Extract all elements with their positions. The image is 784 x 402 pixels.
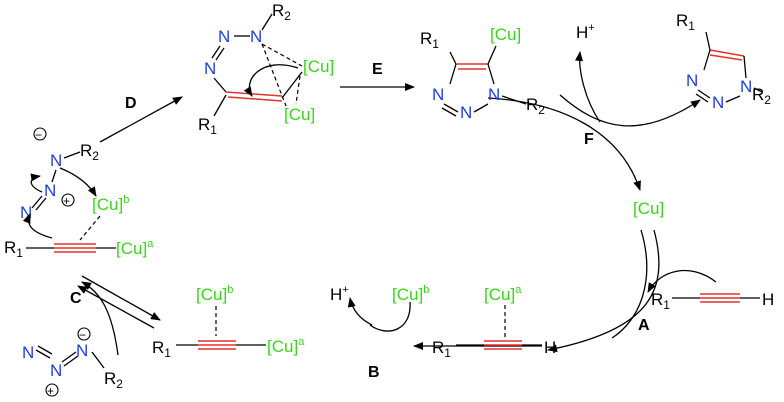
svg-text:N: N xyxy=(50,361,62,380)
arrow-alkyne-in xyxy=(647,269,717,293)
step-label-c: C xyxy=(70,290,82,307)
arrow-b-h-out xyxy=(347,297,373,326)
svg-text:R1: R1 xyxy=(676,11,695,33)
svg-text:N: N xyxy=(740,77,752,96)
copper-a-label: [Cu]a xyxy=(484,284,522,304)
copper-catalyst: [Cu] xyxy=(633,199,664,218)
svg-text:N: N xyxy=(22,343,34,362)
svg-text:N: N xyxy=(686,71,698,90)
copper-triazolide: R1 [Cu] N N N R2 xyxy=(420,25,545,122)
arrow-c-reverse xyxy=(77,285,155,329)
svg-text:N: N xyxy=(712,93,724,112)
proton-f: H+ xyxy=(576,22,595,42)
svg-text:[Cu]: [Cu] xyxy=(490,25,521,44)
svg-text:[Cu]b: [Cu]b xyxy=(92,194,129,214)
copper-metallacycle: N N R2 N R1 [Cu] [Cu] xyxy=(198,1,334,137)
organic-azide: N N N R2 − + xyxy=(22,327,123,398)
svg-text:R1: R1 xyxy=(4,238,23,260)
step-label-e: E xyxy=(372,61,383,78)
proton-b: H+ xyxy=(330,284,349,304)
svg-text:R2: R2 xyxy=(752,85,771,107)
svg-text:N: N xyxy=(488,85,500,104)
svg-text:R1: R1 xyxy=(152,338,171,360)
svg-text:−: − xyxy=(79,328,86,342)
svg-text:R2: R2 xyxy=(104,369,123,391)
svg-text:R2: R2 xyxy=(80,141,99,163)
svg-text:R2: R2 xyxy=(272,1,291,23)
arrow-f-release xyxy=(487,97,641,191)
svg-text:H: H xyxy=(544,338,556,357)
arrow-c-forward xyxy=(81,275,161,321)
step-label-a: A xyxy=(638,317,650,334)
triazole-product: R1 N N N R2 xyxy=(676,11,771,112)
terminal-alkyne: R1 H xyxy=(651,290,774,312)
arrow-cycle-a xyxy=(611,229,648,339)
svg-text:N: N xyxy=(20,203,32,222)
svg-text:N: N xyxy=(250,27,262,46)
minus-charge: − xyxy=(77,327,91,342)
svg-text:[Cu]a: [Cu]a xyxy=(267,336,305,356)
svg-text:[Cu]: [Cu] xyxy=(284,105,315,124)
plus-charge: + xyxy=(45,383,59,398)
arrow-h-plus-release xyxy=(575,51,601,123)
arrow-b-cu-in xyxy=(369,301,411,332)
step-label-d: D xyxy=(125,95,137,112)
dicopper-acetylide: [Cu]b R1 [Cu]a xyxy=(152,284,305,360)
svg-text:R1: R1 xyxy=(198,115,217,137)
svg-text:N: N xyxy=(44,181,56,200)
arrow-a xyxy=(547,229,660,353)
svg-text:R2: R2 xyxy=(526,95,545,117)
svg-text:R1: R1 xyxy=(420,29,439,51)
svg-text:[Cu]b: [Cu]b xyxy=(196,284,233,304)
svg-text:[Cu]: [Cu] xyxy=(303,57,334,76)
svg-text:N: N xyxy=(76,341,88,360)
arrow-d xyxy=(99,96,183,143)
svg-text:+: + xyxy=(47,384,54,398)
svg-text:N: N xyxy=(50,151,62,170)
svg-text:−: − xyxy=(35,128,42,142)
copper-pi-complex: [Cu]a R1 H xyxy=(432,284,556,360)
svg-text:N: N xyxy=(432,85,444,104)
copper-b-reagent: [Cu]b xyxy=(392,284,429,304)
svg-text:N: N xyxy=(218,27,230,46)
svg-text:N: N xyxy=(204,59,216,78)
svg-text:+: + xyxy=(63,194,70,208)
svg-text:N: N xyxy=(460,103,472,122)
step-label-b: B xyxy=(368,364,380,381)
step-label-f: F xyxy=(584,131,594,148)
h-label: H xyxy=(762,290,774,309)
arrow-c-azide xyxy=(81,281,119,356)
r1-label: R1 xyxy=(651,290,670,312)
svg-text:[Cu]a: [Cu]a xyxy=(116,238,154,258)
arrow-f-product xyxy=(559,94,701,127)
svg-text:R1: R1 xyxy=(432,338,451,360)
azide-acetylide-complex: R1 [Cu]a [Cu]b N N N R2 − + xyxy=(4,127,154,260)
